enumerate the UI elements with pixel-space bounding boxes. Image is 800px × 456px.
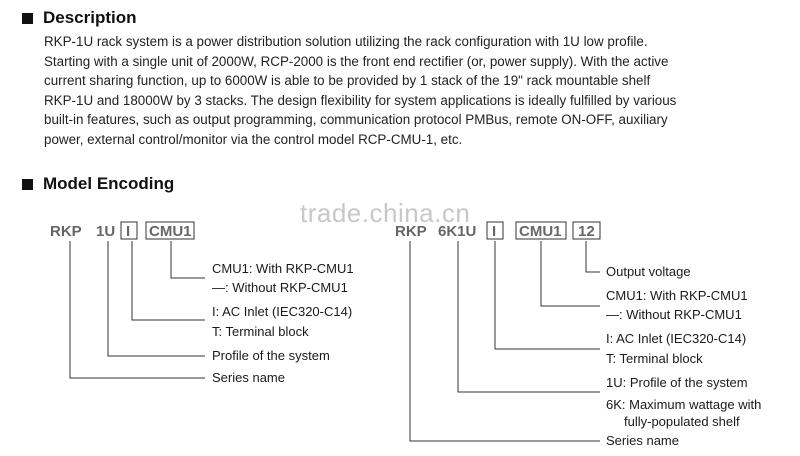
label-output-voltage: Output voltage — [606, 264, 691, 279]
code-part: RKP — [50, 223, 82, 240]
description-heading: Description — [22, 8, 137, 28]
connector-line — [69, 241, 205, 379]
label-without-cmu1: —: Without RKP-CMU1 — [606, 307, 742, 322]
description-line: Starting with a single unit of 2000W, RC… — [44, 53, 669, 69]
description-line: current sharing function, up to 6000W is… — [44, 73, 651, 88]
label-without-cmu1: —: Without RKP-CMU1 — [212, 280, 348, 295]
description-line: power, external control/monitor via the … — [44, 131, 463, 147]
label-series-name: Series name — [606, 433, 679, 448]
heading-bullet-icon — [22, 12, 33, 24]
code-part: 12 — [578, 223, 595, 240]
connector-line — [409, 241, 600, 442]
label-terminal-block: T: Terminal block — [606, 351, 703, 366]
label-terminal-block: T: Terminal block — [212, 324, 309, 339]
label-max-wattage-cont: fully-populated shelf — [624, 414, 740, 429]
connector-line — [170, 241, 205, 279]
description-line: built-in features, such as output progra… — [44, 112, 668, 127]
code-part: I — [492, 223, 496, 240]
label-cmu1: CMU1: With RKP-CMU1 — [212, 261, 354, 276]
label-profile: 1U: Profile of the system — [606, 375, 748, 390]
code-part: I — [126, 223, 130, 240]
connector-line — [540, 241, 600, 307]
code-box — [120, 221, 138, 240]
code-part: CMU1 — [519, 223, 562, 240]
heading-bullet-icon — [22, 178, 33, 190]
connector-line — [585, 241, 600, 273]
watermark: trade.china.cn — [300, 198, 471, 228]
description-text: RKP-1U rack system is a power distributi… — [44, 32, 796, 149]
label-ac-inlet: I: AC Inlet (IEC320-C14) — [606, 331, 747, 346]
left-connectors — [69, 241, 205, 379]
label-profile: Profile of the system — [212, 348, 330, 363]
code-part: RKP — [395, 223, 427, 240]
code-box — [515, 221, 567, 240]
label-ac-inlet: I: AC Inlet (IEC320-C14) — [212, 304, 353, 319]
right-connectors — [409, 241, 600, 442]
model-encoding-heading: Model Encoding — [22, 174, 174, 194]
code-part: 1U — [96, 223, 115, 240]
connector-line — [107, 241, 205, 357]
code-box — [486, 221, 504, 240]
code-box — [145, 221, 195, 240]
code-box — [572, 221, 601, 240]
connector-line — [494, 241, 600, 350]
label-series-name: Series name — [212, 370, 285, 385]
model-encoding-title: Model Encoding — [43, 174, 175, 193]
connector-line — [457, 241, 600, 393]
description-title: Description — [43, 8, 137, 27]
code-part: CMU1 — [149, 223, 192, 240]
code-part: 6K1U — [438, 223, 476, 240]
connector-line — [131, 241, 205, 321]
description-line: RKP-1U and 18000W by 3 stacks. The desig… — [44, 92, 677, 108]
description-line: RKP-1U rack system is a power distributi… — [44, 34, 648, 49]
label-max-wattage: 6K: Maximum wattage with — [606, 397, 762, 412]
label-cmu1: CMU1: With RKP-CMU1 — [606, 288, 748, 303]
